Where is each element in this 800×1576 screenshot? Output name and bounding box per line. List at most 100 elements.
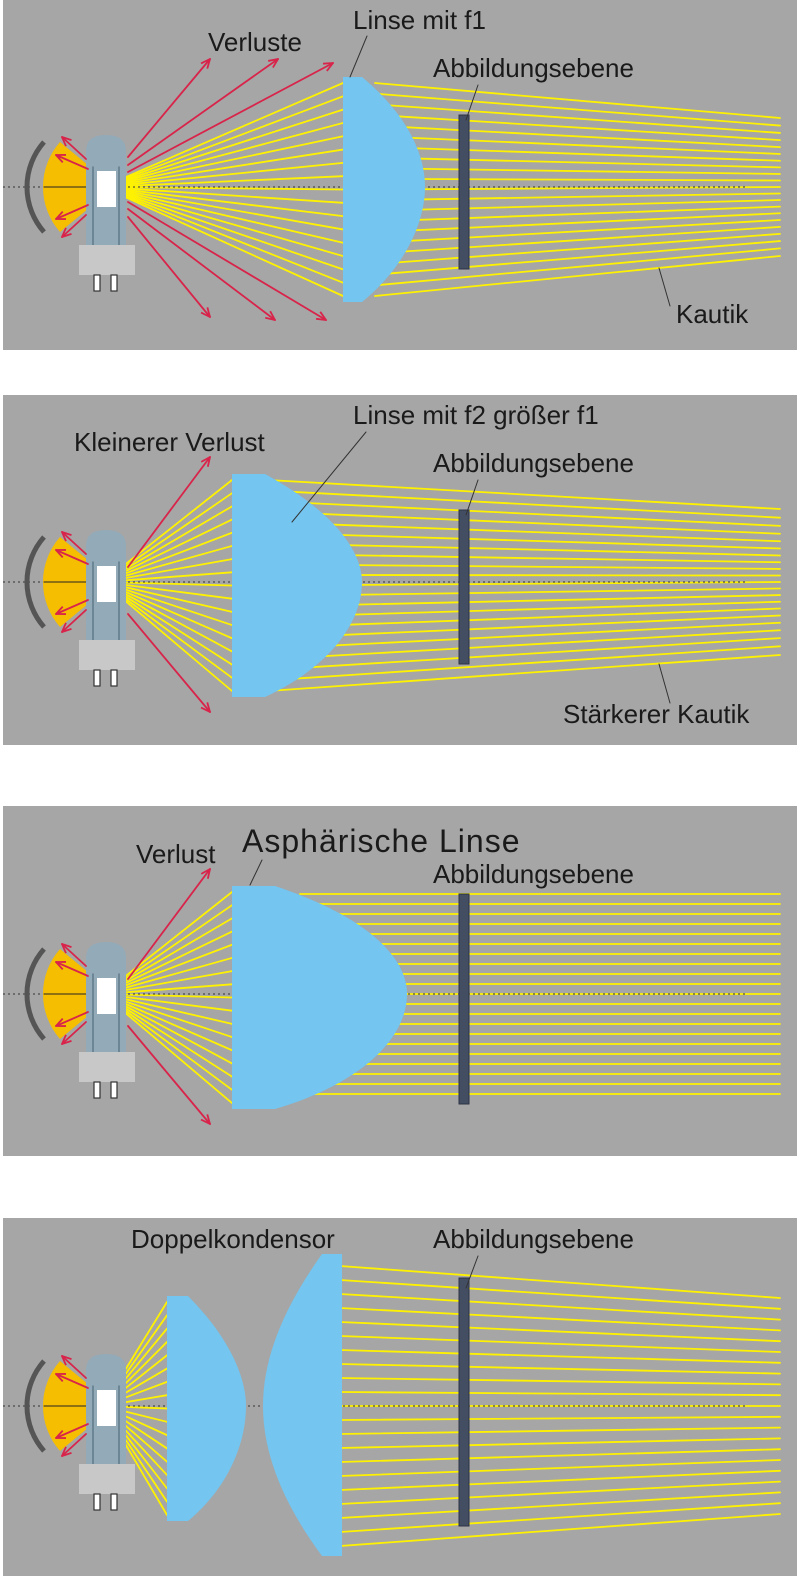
incoming-ray xyxy=(102,175,344,188)
plane-leader xyxy=(465,84,479,121)
outgoing-ray xyxy=(339,1391,781,1397)
incoming-ray xyxy=(102,186,344,231)
lamp-filament xyxy=(97,978,116,1014)
outgoing-ray xyxy=(374,103,781,134)
plane-label: Abbildungsebene xyxy=(433,1224,634,1254)
incoming-ray xyxy=(102,186,344,204)
outgoing-ray xyxy=(267,614,781,640)
lamp-pin xyxy=(93,1493,101,1511)
outgoing-ray xyxy=(339,1349,781,1364)
back-arrow xyxy=(61,1433,87,1457)
back-arrow-head xyxy=(61,1446,72,1457)
loss-arrow-head xyxy=(200,58,211,69)
reflector-mirror xyxy=(24,140,46,234)
lamp-pin xyxy=(93,1081,101,1099)
back-arrow xyxy=(61,609,87,633)
incoming-ray xyxy=(102,82,344,188)
outgoing-ray xyxy=(267,607,781,629)
reflector xyxy=(24,140,101,234)
back-arrow xyxy=(55,1373,89,1389)
lens-label: Doppelkondensor xyxy=(131,1224,335,1254)
back-arrow-head xyxy=(61,1034,72,1045)
outgoing-ray xyxy=(339,1377,781,1386)
incoming-ray xyxy=(102,186,344,257)
outgoing-ray xyxy=(374,114,781,142)
back-arrow xyxy=(55,154,89,170)
outgoing-ray xyxy=(339,1415,781,1421)
loss-arrows xyxy=(127,868,211,1125)
lens-label: Asphärische Linse xyxy=(242,823,520,859)
lamp-filament xyxy=(97,171,116,207)
image-plane xyxy=(458,509,470,665)
loss-arrow-head xyxy=(200,702,211,713)
back-arrow-head xyxy=(55,549,67,559)
outgoing-ray xyxy=(339,1502,781,1533)
lamp-filament xyxy=(97,566,116,602)
back-arrow-head xyxy=(61,622,72,633)
incoming-ray xyxy=(102,186,344,218)
back-arrow xyxy=(61,531,87,555)
aspheric-lens xyxy=(232,886,407,1109)
labels: Doppelkondensor Abbildungsebene xyxy=(131,1224,634,1289)
reflector xyxy=(24,535,101,629)
condenser-lens-1 xyxy=(167,1296,246,1521)
lamp-socket xyxy=(79,1464,135,1494)
outgoing-ray xyxy=(339,1307,781,1332)
lamp-pin xyxy=(110,1081,118,1099)
plane-label: Abbildungsebene xyxy=(433,859,634,889)
lamp-pin xyxy=(110,1493,118,1511)
outgoing-ray xyxy=(339,1426,781,1435)
outgoing-ray xyxy=(374,232,781,265)
caustic-leader xyxy=(658,267,671,307)
lens-group xyxy=(167,1254,342,1556)
panel-background xyxy=(3,1218,797,1576)
outgoing-ray xyxy=(374,255,781,297)
incoming-ray xyxy=(102,95,344,188)
outgoing-ray xyxy=(267,500,781,527)
outgoing-ray xyxy=(339,1363,781,1375)
outgoing-ray xyxy=(374,240,781,276)
outgoing-ray xyxy=(267,645,781,682)
condenser-lens-2 xyxy=(263,1254,342,1556)
back-arrow-head xyxy=(55,1429,67,1439)
reflector xyxy=(24,947,101,1041)
lens-group xyxy=(343,77,425,302)
outgoing-ray xyxy=(339,1279,781,1310)
loss-arrow xyxy=(127,208,276,321)
loss-arrow-head xyxy=(200,456,211,467)
lamp-bulb xyxy=(79,530,135,687)
reflector-mirror xyxy=(24,947,46,1041)
loss-label: Kleinerer Verlust xyxy=(74,427,266,457)
back-arrow xyxy=(55,204,89,220)
back-arrow-head xyxy=(61,531,72,542)
loss-label: Verlust xyxy=(136,839,216,869)
loss-arrow xyxy=(127,216,211,318)
outgoing-ray xyxy=(374,205,781,223)
outgoing-ray xyxy=(267,521,781,543)
lens-leader xyxy=(291,431,367,523)
outgoing-ray xyxy=(374,186,781,191)
back-arrow xyxy=(61,1355,87,1379)
incoming-ray xyxy=(102,186,344,271)
outgoing-ray xyxy=(374,135,781,155)
incoming-ray xyxy=(102,186,344,284)
back-reflection-arrows xyxy=(55,943,89,1045)
loss-arrow-head xyxy=(322,62,334,72)
lens-leader xyxy=(249,859,263,886)
image-plane xyxy=(458,1277,470,1527)
outgoing-ray xyxy=(267,531,781,550)
lamp-bulb xyxy=(79,942,135,1099)
back-arrow xyxy=(61,1021,87,1045)
incoming-ray xyxy=(102,135,344,188)
loss-arrow xyxy=(127,58,279,166)
panel-4: Doppelkondensor Abbildungsebene xyxy=(3,1218,797,1576)
outgoing-ray xyxy=(374,92,781,127)
outgoing-ray xyxy=(267,621,781,650)
outgoing-ray xyxy=(267,654,781,692)
outgoing-ray xyxy=(267,542,781,557)
back-reflection-arrows xyxy=(55,531,89,633)
outgoing-ray xyxy=(339,1469,781,1491)
